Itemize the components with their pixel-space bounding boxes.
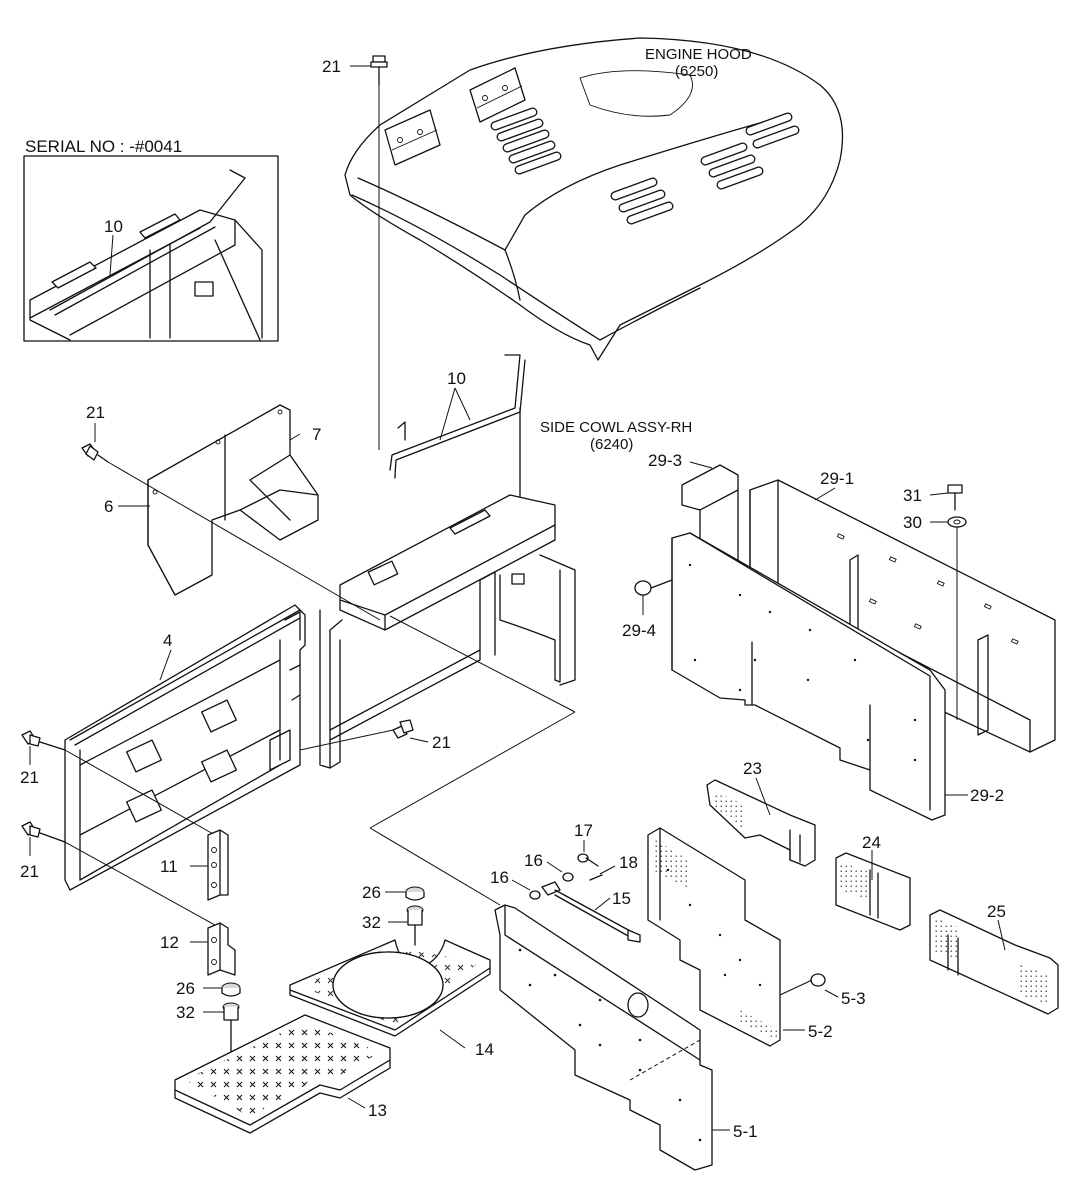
label-13: 13	[368, 1101, 387, 1120]
label-17: 17	[574, 821, 593, 840]
label-4: 4	[163, 631, 172, 650]
panel-5-1	[494, 904, 713, 1171]
engine-hood	[344, 37, 844, 361]
serial-caption: SERIAL NO : -#0041	[25, 137, 182, 156]
label-32-a: 32	[362, 913, 381, 932]
label-21-l1: 21	[20, 768, 39, 787]
label-31: 31	[903, 486, 922, 505]
hood-hinge-right	[469, 67, 526, 123]
panel-4	[64, 604, 306, 891]
pad-23	[706, 779, 816, 867]
label-7: 7	[312, 425, 321, 444]
bolt-21-mid	[392, 719, 414, 739]
washer-30	[947, 516, 967, 528]
side-cowl-caption: SIDE COWL ASSY-RH	[540, 419, 692, 436]
bracket-11	[207, 829, 229, 901]
plug-5-3	[810, 973, 826, 987]
plug-29-4	[634, 579, 673, 596]
engine-hood-caption: ENGINE HOOD	[645, 46, 752, 63]
label-30: 30	[903, 513, 922, 532]
label-26-b: 26	[176, 979, 195, 998]
nut-26-b	[221, 982, 241, 997]
bracket-12	[207, 922, 236, 976]
label-5-1: 5-1	[733, 1122, 758, 1141]
label-32-b: 32	[176, 1003, 195, 1022]
plate-6-7	[147, 404, 319, 596]
nut-26-a	[405, 886, 425, 901]
label-29-4: 29-4	[622, 621, 656, 640]
label-15: 15	[612, 889, 631, 908]
label-21-top: 21	[322, 57, 341, 76]
bolt-21-l1	[21, 730, 66, 751]
hood-hinge-left	[384, 109, 441, 166]
label-29-1: 29-1	[820, 469, 854, 488]
label-12: 12	[160, 933, 179, 952]
label-10-inset: 10	[104, 217, 123, 236]
panel-29-2	[671, 532, 946, 821]
bolt-21-top	[370, 55, 388, 86]
label-29-2: 29-2	[970, 786, 1004, 805]
label-21-mid: 21	[432, 733, 451, 752]
label-14: 14	[475, 1040, 494, 1059]
bolt-31	[947, 484, 963, 511]
serial-inset-box	[23, 155, 279, 342]
label-5-3: 5-3	[841, 989, 866, 1008]
clip-18	[589, 874, 603, 881]
engine-hood-code: (6250)	[675, 63, 718, 80]
label-6: 6	[104, 497, 113, 516]
pin-17	[577, 853, 599, 867]
label-18: 18	[619, 853, 638, 872]
label-11: 11	[160, 857, 178, 876]
rod-15	[541, 881, 641, 943]
label-26-a: 26	[362, 883, 381, 902]
hood-vents	[490, 107, 800, 225]
label-16-b: 16	[490, 868, 509, 887]
label-10: 10	[447, 369, 466, 388]
label-25: 25	[987, 902, 1006, 921]
bolt-21-left	[81, 443, 109, 463]
label-23: 23	[743, 759, 762, 778]
label-5-2: 5-2	[808, 1022, 833, 1041]
bolt-21-l2	[21, 821, 66, 843]
panel-5-2	[647, 827, 781, 1047]
washer-16-b	[529, 890, 541, 900]
pad-24	[835, 852, 911, 931]
label-29-3: 29-3	[648, 451, 682, 470]
bolt-32-a	[406, 905, 424, 946]
label-21-left: 21	[86, 403, 105, 422]
support-frame	[319, 494, 576, 769]
label-24: 24	[862, 833, 881, 852]
label-16-a: 16	[524, 851, 543, 870]
washer-16-a	[562, 872, 574, 882]
plate-13	[174, 1014, 391, 1134]
label-21-l2: 21	[20, 862, 39, 881]
pad-25	[929, 909, 1059, 1015]
side-cowl-code: (6240)	[590, 436, 633, 453]
